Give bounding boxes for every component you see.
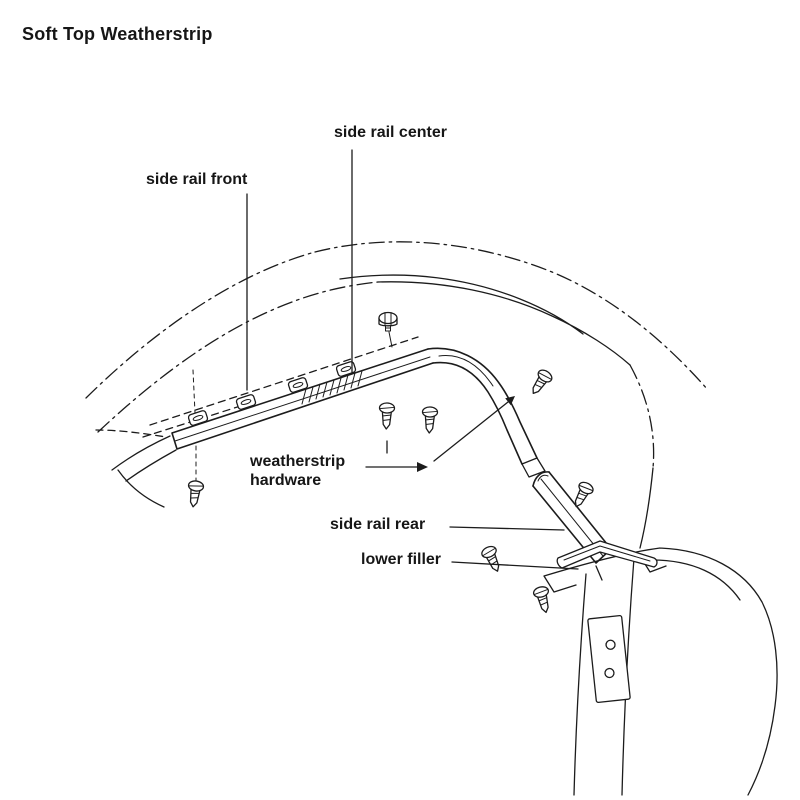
leader-line-paths — [246, 149, 579, 570]
body-outline-solid-lines — [111, 274, 778, 796]
side-rail-inner-line — [174, 356, 431, 442]
screw-icon — [531, 584, 555, 615]
rear-rail-top-cap — [532, 471, 550, 487]
mounting-plate — [587, 615, 631, 703]
screw-icon — [421, 406, 439, 434]
arrowhead-icon — [505, 396, 515, 406]
mounting-tab — [335, 361, 357, 377]
mounting-tab — [235, 394, 257, 410]
page-title: Soft Top Weatherstrip — [22, 24, 213, 44]
label-side-rail-front: side rail front — [146, 171, 248, 188]
rear-rail-inner-line — [537, 474, 604, 557]
screw-axis-dashed-lines — [192, 369, 197, 481]
lower-filler-drawing — [556, 540, 658, 569]
plate-hole — [605, 639, 616, 650]
screw-icon — [185, 479, 205, 509]
bend-detail-line — [438, 355, 494, 387]
plate-hole — [604, 667, 615, 679]
mounting-tab — [187, 410, 209, 426]
label-weatherstrip-hardware: weatherstrip hardware — [250, 453, 346, 489]
leader-lines — [246, 149, 579, 570]
side-rail-hatching — [301, 370, 363, 405]
lower-filler-inner-line — [563, 545, 651, 562]
mounting-tab — [287, 377, 309, 393]
side-rail-bend-drawing — [427, 347, 546, 478]
screw-icon — [378, 402, 396, 430]
bolt-icon — [378, 311, 398, 332]
bolt-axis-line — [388, 331, 393, 348]
bend-outer-edge — [427, 347, 538, 459]
label-side-rail-center: side rail center — [334, 124, 447, 141]
side-rail-front-center-drawing — [171, 348, 434, 450]
body-outline-dashdot-lines — [85, 241, 709, 469]
lower-filler-outline — [556, 540, 658, 569]
screw-icon — [568, 479, 596, 511]
screw-icon — [526, 367, 555, 399]
arrowhead-icon — [417, 462, 428, 472]
bend-tip — [521, 457, 546, 478]
hidden-edge-dashed-lines — [95, 336, 419, 438]
bend-inner-edge — [432, 361, 523, 465]
screw-icon — [479, 543, 506, 575]
label-lower-filler: lower filler — [361, 551, 442, 568]
label-side-rail-rear: side rail rear — [330, 516, 426, 533]
